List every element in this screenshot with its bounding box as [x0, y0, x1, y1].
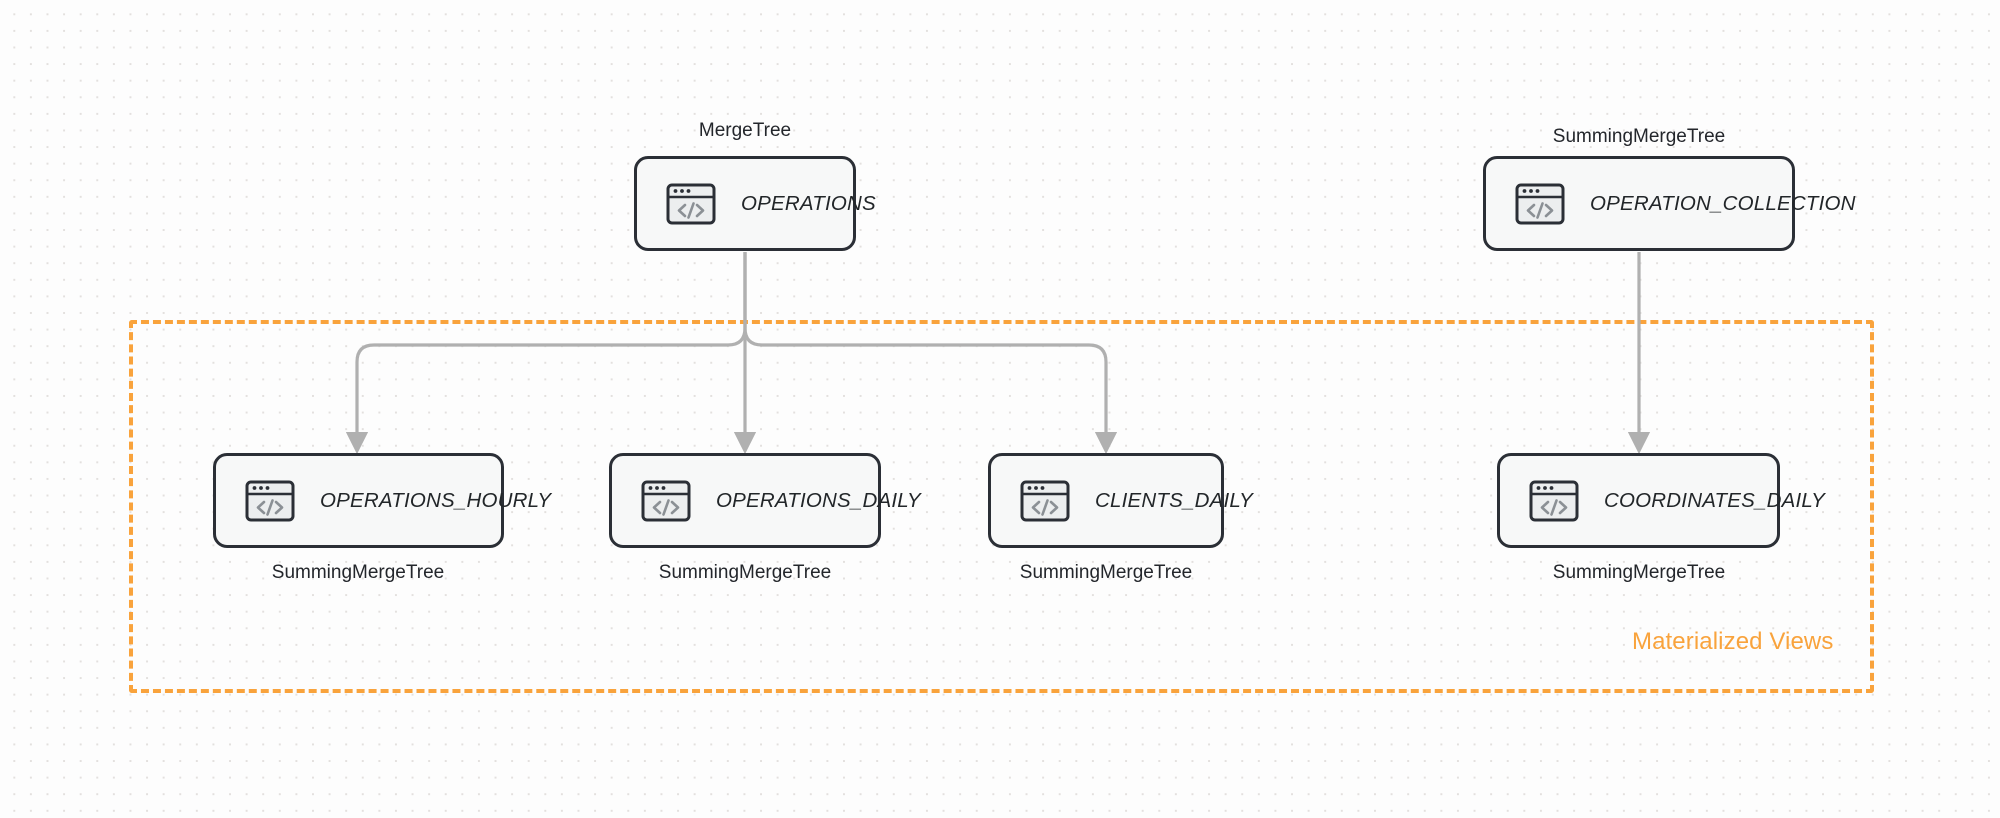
- node-label: COORDINATES_DAILY: [1604, 488, 1825, 512]
- code-window-icon: [1017, 473, 1073, 529]
- caption-coordinates-daily: SummingMergeTree: [1552, 562, 1726, 583]
- node-label: CLIENTS_DAILY: [1095, 488, 1253, 512]
- node-operations[interactable]: OPERATIONS: [634, 156, 876, 251]
- code-window-icon: [1526, 473, 1582, 529]
- caption-operations-hourly: SummingMergeTree: [271, 562, 445, 583]
- node-coordinates-daily[interactable]: COORDINATES_DAILY: [1497, 453, 1825, 548]
- code-window-icon: [638, 473, 694, 529]
- node-clients-daily[interactable]: CLIENTS_DAILY: [988, 453, 1253, 548]
- node-label: OPERATIONS_DAILY: [716, 488, 921, 512]
- caption-operations: MergeTree: [698, 120, 792, 141]
- code-window-icon: [663, 176, 719, 232]
- materialized-views-group-label: Materialized Views: [1632, 628, 1834, 655]
- caption-operations-daily: SummingMergeTree: [658, 562, 832, 583]
- node-operations-hourly[interactable]: OPERATIONS_HOURLY: [213, 453, 551, 548]
- code-window-icon: [242, 473, 298, 529]
- caption-clients-daily: SummingMergeTree: [1019, 562, 1193, 583]
- node-label: OPERATION_COLLECTION: [1590, 191, 1856, 215]
- node-label: OPERATIONS_HOURLY: [320, 488, 552, 512]
- node-label: OPERATIONS: [741, 191, 876, 215]
- node-operation-collection[interactable]: OPERATION_COLLECTION: [1483, 156, 1855, 251]
- node-operations-daily[interactable]: OPERATIONS_DAILY: [609, 453, 921, 548]
- code-window-icon: [1512, 176, 1568, 232]
- caption-operation-collection: SummingMergeTree: [1552, 126, 1726, 147]
